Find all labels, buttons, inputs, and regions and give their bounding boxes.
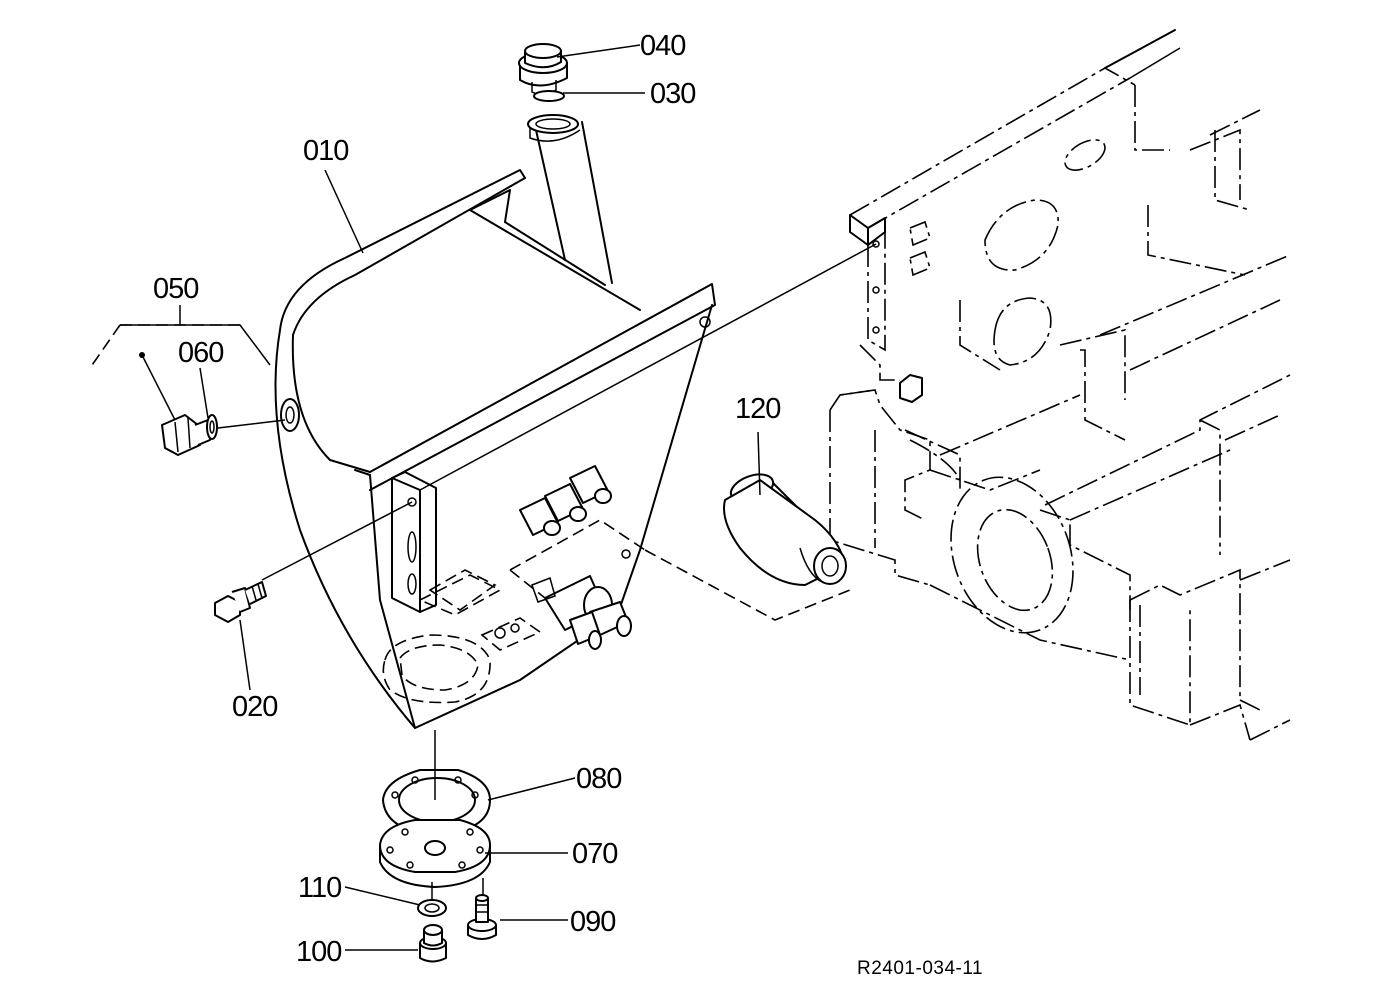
assembly-axis-lines (261, 243, 877, 900)
filter-mount-outline (644, 549, 856, 621)
filler-cap-040 (518, 43, 568, 96)
label-010: 010 (303, 135, 348, 167)
fuel-outlet-fitting (531, 575, 632, 650)
drain-plug-050 (139, 352, 211, 456)
label-110: 110 (298, 872, 341, 904)
label-080: 080 (576, 763, 621, 795)
filler-neck (527, 114, 613, 284)
label-120: 120 (735, 393, 780, 425)
label-030: 030 (650, 78, 695, 110)
flange-070 (379, 819, 491, 888)
label-070: 070 (572, 838, 617, 870)
engine-block (829, 29, 1291, 741)
label-100: 100 (296, 936, 341, 968)
fuel-filter-120 (723, 473, 847, 586)
label-040: 040 (640, 30, 685, 62)
bolt-090 (467, 894, 497, 940)
fuel-tank-010 (274, 169, 716, 729)
plug-100 (419, 924, 447, 963)
part-labels: 010 020 030 040 050 060 070 080 090 100 … (153, 30, 983, 979)
drain-axis-line (217, 419, 286, 429)
label-leaders (89, 44, 761, 951)
tank-nipples (519, 465, 612, 536)
label-060: 060 (178, 337, 223, 369)
label-090: 090 (570, 906, 615, 938)
washer-060 (206, 414, 218, 440)
gasket-080 (382, 769, 491, 833)
label-020: 020 (232, 691, 277, 723)
o-ring-030 (533, 90, 565, 102)
bolt-020 (214, 581, 267, 623)
label-050: 050 (153, 273, 198, 305)
washer-110 (417, 899, 447, 917)
drawing-number: R2401-034-11 (857, 958, 983, 979)
